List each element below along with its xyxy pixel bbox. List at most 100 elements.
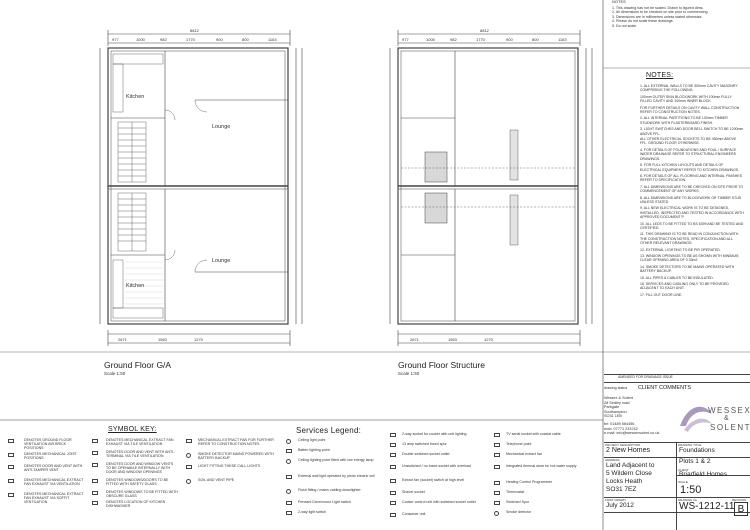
services-item: Batten lighting point [298,448,330,452]
left-bottom-dim-3: 1270 [194,337,204,342]
services-item: Pendant Drum/mono Light switch [298,500,351,504]
services-item: 2-way socket for cooker with unit lighti… [402,432,467,436]
services-item: Switched Spur [506,500,530,504]
note-item: 14. SMOKE DETECTORS TO BE MAINS OPERATED… [640,264,735,274]
site-address-3: Locks Heath [606,478,643,485]
vent-icon [8,465,14,469]
right-top-dim-1: 977 [402,37,409,42]
services-legend-title: Services Legend: [296,426,362,435]
smoke-detector-icon [186,453,191,458]
left-bottom-dim-1: 2671 [118,337,128,342]
logo-swirl-icon [680,406,712,432]
address-label: ADDRESS [605,458,620,462]
note-item: 13. WINDOW OPENINGS TO BE AS SHOWN WITH … [640,254,739,263]
soffit-vent-icon [8,493,14,497]
services-item: Telephone point [506,442,532,446]
right-top-dim-5: 900 [506,37,513,42]
thermostat-icon [494,491,500,495]
smoke-detector-icon [494,511,499,516]
fan-icon [186,439,192,443]
services-item: Mechanical extract fan [506,452,542,456]
left-top-dim-4: 1770 [186,37,196,42]
right-top-dim-2: 1000 [426,37,436,42]
right-top-dim-3: 982 [450,37,457,42]
left-top-dim-1: 977 [112,37,119,42]
left-top-dim-6: 800 [242,37,249,42]
services-item: Ceiling lighting point fitted with low e… [298,458,374,462]
first-drawn-label: FIRST DRAWN [605,498,626,502]
telephone-icon [494,443,500,447]
left-top-dim-2: 1000 [136,37,146,42]
symbol-key-item: DENOTES WINDOWS TO BE FITTED WITH OBSCUR… [106,490,178,499]
symbol-key-item: MECHANICAL EXTRACT FAN FOR FURTHER REFER… [198,438,274,447]
symbol-key-item: DENOTES WINDOWS/DOORS TO BE FITTED WITH … [106,478,169,487]
address-line: 28 Sedley road [604,400,630,405]
symbol-key-item: DENOTES MECHANICAL EXTRACT FAN EXHAUST V… [106,438,174,447]
site-address: Land Adjacent to 5 Wildern Close Locks H… [606,462,654,494]
project-desc: 2 New Homes [606,447,650,454]
cooker-socket-icon [390,433,396,437]
services-item: Heating Control Programmer [506,480,552,484]
services-item: Ceiling light point [298,438,326,442]
services-item: 2-way light switch [298,510,327,514]
note-item: 100mm OUTER SKIN BLOCKWORK WITH 100mm FU… [640,94,732,104]
left-top-dim-7: 1163 [268,37,277,42]
fused-spur-icon [390,443,396,447]
symbol-key-item: DENOTES GROUND FLOOR VENTILATION AIR BRI… [24,438,72,451]
services-item: Consumer unit [402,512,426,516]
unswitched-socket-icon [390,465,396,469]
extract-fan-icon [8,479,14,483]
services-item: Cooker control unit with switched socket… [402,500,476,504]
external-light-icon [286,475,292,479]
services-item: 13 amp switched fused spur [402,442,447,446]
right-bottom-dim-3: 1270 [484,337,494,342]
address-line: Southampton [604,409,627,414]
symbol-key-item: DENOTES MECHANICAL EXTRACT FAN EXHAUST V… [24,478,84,487]
notes-header: NOTES: [646,72,674,79]
services-item: TV serial socket with coaxial cable [506,432,561,436]
address-line: Parkgate [604,405,620,410]
symbol-key-item: SOIL AND VENT PIPE [198,478,235,482]
services-item: Double switched socket outlet [402,452,450,456]
company-mob: mob: 07771 233742 [604,426,638,431]
symbol-key-item: DENOTES LOCATION OF KITCHEN DISHWASHER [106,500,166,509]
note-item: 4. FOR DETAILS OF FOUNDATIONS AND FOUL /… [640,147,737,161]
left-top-dim-3: 982 [160,37,167,42]
drawing-title-1: Foundations [679,447,715,454]
symbol-key-item: LIGHT FITTING THESE CALL LIGHTS [198,464,261,468]
services-item: Thermostat [506,490,525,494]
note-item: 10. ALL LEDS TO BE FITTED TO BS 6399 AND… [640,221,744,230]
obscure-glass-icon [92,491,98,495]
symbol-key-item: DENOTES MECHANICAL JOIST POSITIONS [24,452,77,461]
mech-extract-icon [494,453,500,457]
right-bottom-dim-1: 2671 [410,337,420,342]
logo-wessex: WESSEX [708,406,750,415]
services-item: Extract fan (socket) switch at high leve… [402,478,465,482]
room-lounge-bottom: Lounge [212,258,230,264]
heating-control-icon [494,481,500,485]
note-item: 7. ALL DIMENSIONS ARE TO BE CHECKED ON S… [640,184,744,194]
left-plan-title: Ground Floor G/A [104,360,172,370]
site-address-4: SO31 7EZ [606,486,637,493]
company-logo: WESSEX & SOLENT [678,396,750,442]
two-way-switch-icon [286,511,292,515]
revision-label: REVISION [732,498,747,502]
services-item: External wall light operated by photo el… [298,474,375,478]
cooker-control-icon [390,501,396,505]
ceiling-light-icon [286,439,291,444]
revision-amended: AMENDED FOR DRAINAGE ISSUE [618,375,673,379]
note-item: FOR FURTHER DETAILS ON CAVITY WALL CONST… [640,105,740,115]
client-name: Briarfield Homes [679,471,728,478]
company-name: Wessex & Solent [604,396,633,400]
drawing-no-label: DRAWING No. [678,498,698,502]
note-item: 16. SERVICES AND CABLING ONLY TO BE PROV… [640,282,729,291]
left-top-dim-5: 900 [216,37,223,42]
top-note-4: 4. Please do not scale these drawings. [612,19,674,24]
anti-terminal-icon [92,451,98,455]
revision-table: AMENDED FOR DRAINAGE ISSUE drawing statu… [604,374,750,394]
soil-vent-pipe-icon [186,479,191,484]
symbol-key-title: SYMBOL KEY: [108,426,157,433]
symbol-key-item: DENOTES MECHANICAL EXTRACT FAN EXHAUST V… [24,492,84,505]
note-item: 8. ALL DIMENSIONS ARE TO BLOCKWORK OR TI… [640,195,742,204]
